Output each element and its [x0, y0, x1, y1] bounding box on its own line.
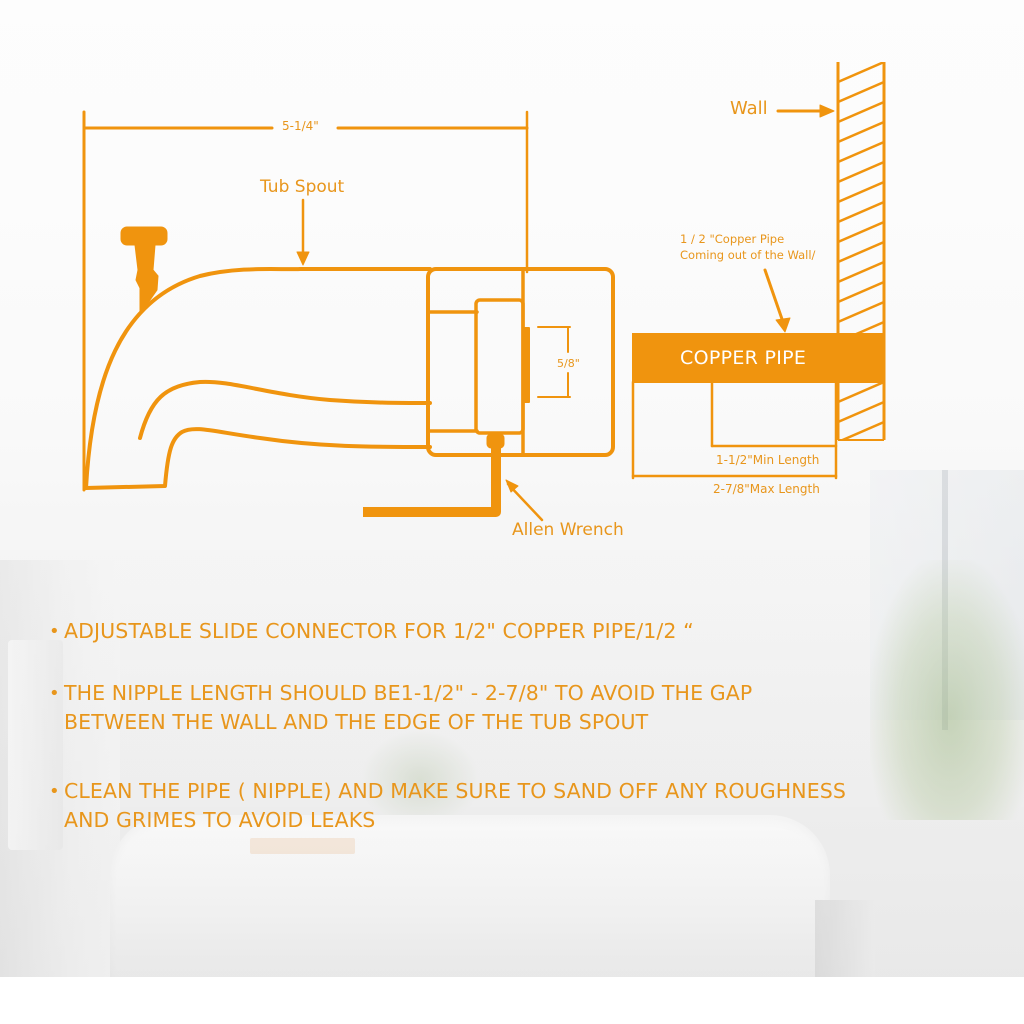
spout-top-curve [84, 267, 432, 490]
allen-wrench-label: Allen Wrench [512, 520, 624, 540]
bullet-dot-icon: • [49, 781, 60, 802]
copper-pipe-note-line-2: Coming out of the Wall/ [680, 248, 816, 262]
note-line: CLEAN THE PIPE ( NIPPLE) AND MAKE SURE T… [64, 779, 846, 803]
slide-connector-block [474, 298, 525, 435]
note-line: THE NIPPLE LENGTH SHOULD BE1-1/2" - 2-7/… [64, 681, 753, 705]
note-line: BETWEEN THE WALL AND THE EDGE OF THE TUB… [64, 710, 649, 734]
wall-hatch [836, 62, 886, 441]
bullet-dot-icon: • [49, 621, 60, 642]
connector-dimension-label: 5/8" [557, 357, 580, 370]
diverter-knob-icon [120, 226, 168, 246]
spout-inner-curve [138, 379, 432, 440]
copper-pipe-note-line-1: 1 / 2 "Copper Pipe [680, 232, 785, 246]
copper-pipe-note: 1 / 2 "Copper Pipe Coming out of the Wal… [680, 231, 815, 263]
note-item: • ADJUSTABLE SLIDE CONNECTOR FOR 1/2" CO… [49, 617, 694, 646]
bathroom-background-photo [0, 0, 1024, 977]
copper-pipe-label: COPPER PIPE [680, 347, 807, 369]
note-item: • CLEAN THE PIPE ( NIPPLE) AND MAKE SURE… [49, 777, 846, 835]
connector-housing [426, 267, 615, 457]
wall-label: Wall [730, 98, 768, 119]
overall-width-dimension-label: 5-1/4" [282, 119, 319, 133]
note-item: • THE NIPPLE LENGTH SHOULD BE1-1/2" - 2-… [49, 679, 753, 737]
min-length-label: 1-1/2"Min Length [716, 453, 820, 467]
diagram-drawing [82, 62, 886, 522]
note-line: AND GRIMES TO AVOID LEAKS [64, 808, 376, 832]
tub-spout-label: Tub Spout [260, 177, 345, 197]
note-line: ADJUSTABLE SLIDE CONNECTOR FOR 1/2" COPP… [64, 619, 694, 643]
allen-wrench-icon [363, 447, 501, 517]
max-length-label: 2-7/8"Max Length [713, 482, 820, 496]
set-screw-icon [486, 433, 505, 449]
copper-pipe-pointer-line [763, 268, 785, 324]
tub-spout-installation-diagram: 5-1/4" Tub Spout Wall 1 / 2 "Copper Pipe… [82, 62, 886, 540]
bullet-dot-icon: • [49, 683, 60, 704]
spout-bottom-curve [84, 427, 432, 490]
